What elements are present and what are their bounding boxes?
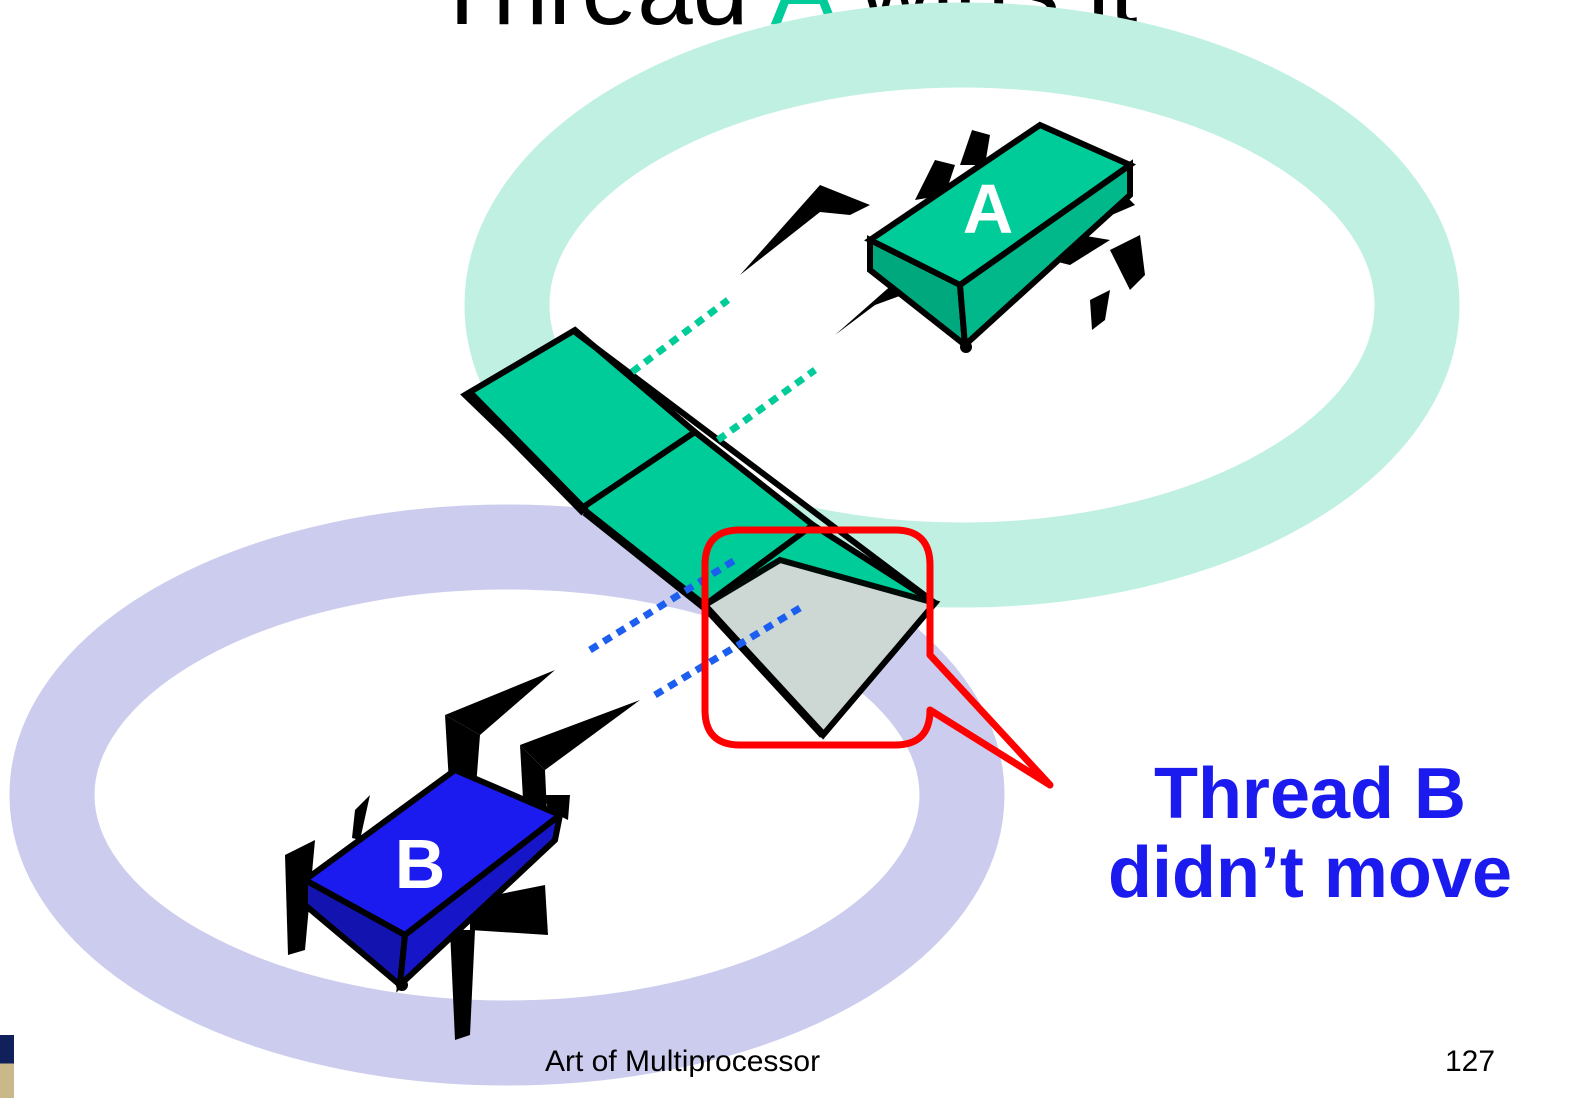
bug-b-label: B xyxy=(395,825,446,903)
dotted-line-a2 xyxy=(715,367,818,443)
dotted-line-b2 xyxy=(653,601,807,699)
array-cells xyxy=(460,326,941,740)
footer-text: Art of Multiprocessor xyxy=(545,1045,821,1078)
bug-a-icon xyxy=(740,121,1145,353)
ring-a xyxy=(464,2,1460,608)
callout-line-1: Thread B xyxy=(1153,754,1467,834)
bug-b-icon xyxy=(285,670,640,1040)
dotted-line-a1 xyxy=(629,297,731,375)
bug-a-label: A xyxy=(963,170,1014,248)
dotted-line-b1 xyxy=(588,557,737,653)
title-prefix: Thread xyxy=(432,0,771,46)
page-number: 127 xyxy=(1445,1045,1496,1078)
callout-box xyxy=(701,526,1054,789)
ring-b xyxy=(9,504,1005,1086)
logo-icon xyxy=(0,1035,14,1098)
callout-text: Thread B didn’t move xyxy=(1060,754,1560,914)
callout-line-2: didn’t move xyxy=(1107,833,1512,914)
